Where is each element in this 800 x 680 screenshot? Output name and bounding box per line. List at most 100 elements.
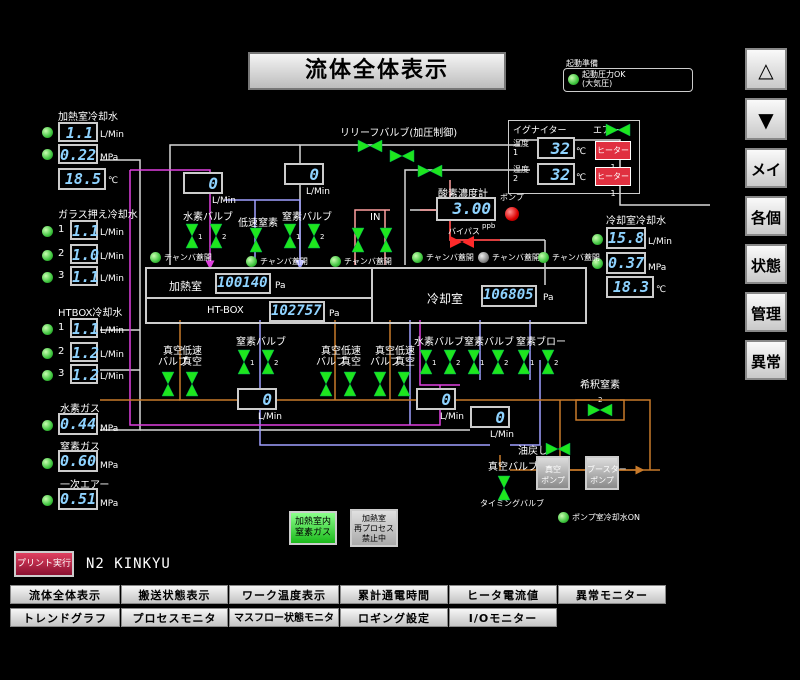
manage-button[interactable]: 管理 — [745, 292, 787, 332]
vacuum-valve-mid2[interactable] — [373, 371, 387, 397]
vacuum-valve-mid[interactable] — [319, 371, 333, 397]
hydrogen-valve-right-1[interactable] — [419, 349, 433, 375]
abnormal-button[interactable]: 異常 — [745, 340, 787, 380]
primary-air-label: 一次エアー — [60, 480, 110, 491]
flow-meter-nitrogen-left: 0 — [237, 388, 277, 410]
cooling-room-water-label: 冷却室冷却水 — [606, 216, 666, 227]
cooling-room-flow: 15.8 — [606, 227, 646, 249]
nitrogen-gas-label: 窒素ガス — [60, 442, 100, 453]
bypass-valve[interactable] — [450, 236, 474, 248]
hydrogen-gas-unit: MPa — [100, 424, 119, 434]
nav-io-monitor[interactable]: I/Oモニター — [449, 608, 557, 627]
nitrogen-blow-1[interactable] — [517, 349, 531, 375]
vacuum-valve-mid-label: 真空 バルブ — [316, 346, 346, 368]
cooling-room-temp: 18.3 — [606, 276, 654, 298]
htbox-cooling-flow-3: 1.2 — [70, 364, 100, 384]
nav-cumulative-time[interactable]: 累計通電時間 — [340, 585, 448, 604]
primary-air-pressure: 0.51 — [58, 488, 98, 510]
htbox-unit: Pa — [329, 309, 340, 319]
chamber-open-lamp-4 — [412, 252, 423, 263]
valve-num: 1 — [480, 359, 484, 367]
nitrogen-valve-left-1[interactable] — [237, 349, 251, 375]
valve-num: 2 — [274, 359, 278, 367]
heating-cooling-flow: 1.1 — [58, 122, 98, 142]
timing-valve[interactable] — [497, 475, 511, 501]
flow-meter-hydrogen-right-unit: L/Min — [440, 412, 465, 422]
heating-cooling-pressure-unit: MPa — [100, 153, 119, 163]
scroll-down-button[interactable]: ▼ — [745, 98, 787, 140]
glass-cooling-num-3: 3 — [58, 270, 65, 281]
air-valve[interactable] — [605, 123, 631, 137]
low-nitrogen-valve[interactable] — [249, 227, 263, 253]
chamber-open-label-6: チャンバ蓋開 — [552, 253, 600, 262]
vacuum-valve-mid2-label: 真空 バルブ — [370, 346, 400, 368]
heater-2-button[interactable]: ヒーター1 — [595, 167, 631, 198]
low-nitrogen-label: 低速窒素 — [238, 218, 278, 229]
hydrogen-valve-top-2[interactable] — [209, 223, 223, 249]
nav-fluid-overview[interactable]: 流体全体表示 — [10, 585, 120, 604]
igniter-temp1-unit: ℃ — [576, 147, 587, 157]
hydrogen-valve-right-2[interactable] — [443, 349, 457, 375]
chamber-open-lamp-2 — [246, 256, 257, 267]
scroll-up-button[interactable]: △ — [745, 48, 787, 90]
valve-num: 1 — [296, 233, 300, 241]
chamber-open-label-1: チャンバ蓋開 — [164, 253, 212, 262]
nitrogen-valve-left-2[interactable] — [261, 349, 275, 375]
nav-logging-settings[interactable]: ロギング設定 — [340, 608, 448, 627]
slow-vacuum-mid2[interactable] — [397, 371, 411, 397]
vacuum-valve-bottom-label: 真空バルブ — [488, 462, 538, 473]
nitrogen-valve-top-2[interactable] — [307, 223, 321, 249]
relief-valve-1[interactable] — [357, 139, 383, 153]
relief-valve-3[interactable] — [417, 164, 443, 178]
print-button[interactable]: プリント実行 — [14, 551, 74, 577]
nav-heater-current[interactable]: ヒータ電流値 — [449, 585, 557, 604]
valve-num: 2 — [456, 359, 460, 367]
nitrogen-valve-top-1[interactable] — [283, 223, 297, 249]
nav-abnormal-monitor[interactable]: 異常モニター — [558, 585, 666, 604]
nitrogen-valve-right-1[interactable] — [467, 349, 481, 375]
nitrogen-valve-right-2[interactable] — [491, 349, 505, 375]
glass-cooling-lamp-1 — [42, 226, 53, 237]
slow-vacuum-left[interactable] — [185, 371, 199, 397]
valve-num: 2 — [320, 233, 324, 241]
flow-meter-hydrogen-top-unit: L/Min — [212, 196, 237, 206]
start-prep-line1: 起動圧力OK — [582, 70, 626, 79]
nitrogen-blow-2[interactable] — [541, 349, 555, 375]
oil-return-valve[interactable] — [545, 442, 571, 456]
vacuum-pump-button[interactable]: 真空 ポンプ — [536, 456, 570, 490]
oxygen-pump-lamp — [505, 207, 519, 221]
booster-pump-button[interactable]: ブースター ポンプ — [585, 456, 627, 490]
relief-valve-2[interactable] — [389, 149, 415, 163]
heating-room-n2-button[interactable]: 加熱室内 窒素ガス — [289, 511, 337, 545]
htbox-cooling-num-2: 2 — [58, 346, 65, 357]
htbox-cooling-flow-1: 1.1 — [70, 318, 100, 338]
heating-room: 加熱室 100140 Pa — [145, 267, 373, 299]
chamber-open-label-4: チャンバ蓋開 — [426, 253, 474, 262]
in-valve-2[interactable] — [379, 227, 393, 253]
hydrogen-valve-top-label: 水素バルブ — [183, 212, 233, 223]
status-button[interactable]: 状態 — [745, 244, 787, 284]
htbox-cooling-num-3: 3 — [58, 368, 65, 379]
chamber-open-lamp-1 — [150, 252, 161, 263]
htbox-cooling-num-1: 1 — [58, 322, 65, 333]
process-lock-button[interactable]: 加熱室 再プロセス 禁止中 — [350, 509, 398, 547]
nav-transport-status[interactable]: 搬送状態表示 — [121, 585, 228, 604]
heating-cooling-label: 加熱室冷却水 — [58, 112, 118, 123]
dilution-nitrogen-valve[interactable] — [587, 403, 613, 417]
in-valve-1[interactable] — [351, 227, 365, 253]
oxygen-pump-label: ポンプ — [500, 193, 524, 202]
heating-room-pressure: 100140 — [215, 273, 271, 294]
nav-process-monitor[interactable]: プロセスモニタ — [121, 608, 228, 627]
nav-work-temperature[interactable]: ワーク温度表示 — [229, 585, 339, 604]
in-label: IN — [370, 212, 381, 223]
individual-button[interactable]: 各個 — [745, 196, 787, 236]
slow-vacuum-mid[interactable] — [343, 371, 357, 397]
nav-trend-graph[interactable]: トレンドグラフ — [10, 608, 120, 627]
hydrogen-valve-top-1[interactable] — [185, 223, 199, 249]
htbox-room: HT-BOX 102757 Pa — [145, 297, 373, 324]
chamber-open-lamp-6 — [538, 252, 549, 263]
valve-num: 1 — [530, 359, 534, 367]
cooling-room-flow-unit: L/Min — [648, 237, 673, 247]
nav-massflow-monitor[interactable]: マスフロー状態モニタ — [229, 608, 339, 627]
vacuum-valve-left[interactable] — [161, 371, 175, 397]
